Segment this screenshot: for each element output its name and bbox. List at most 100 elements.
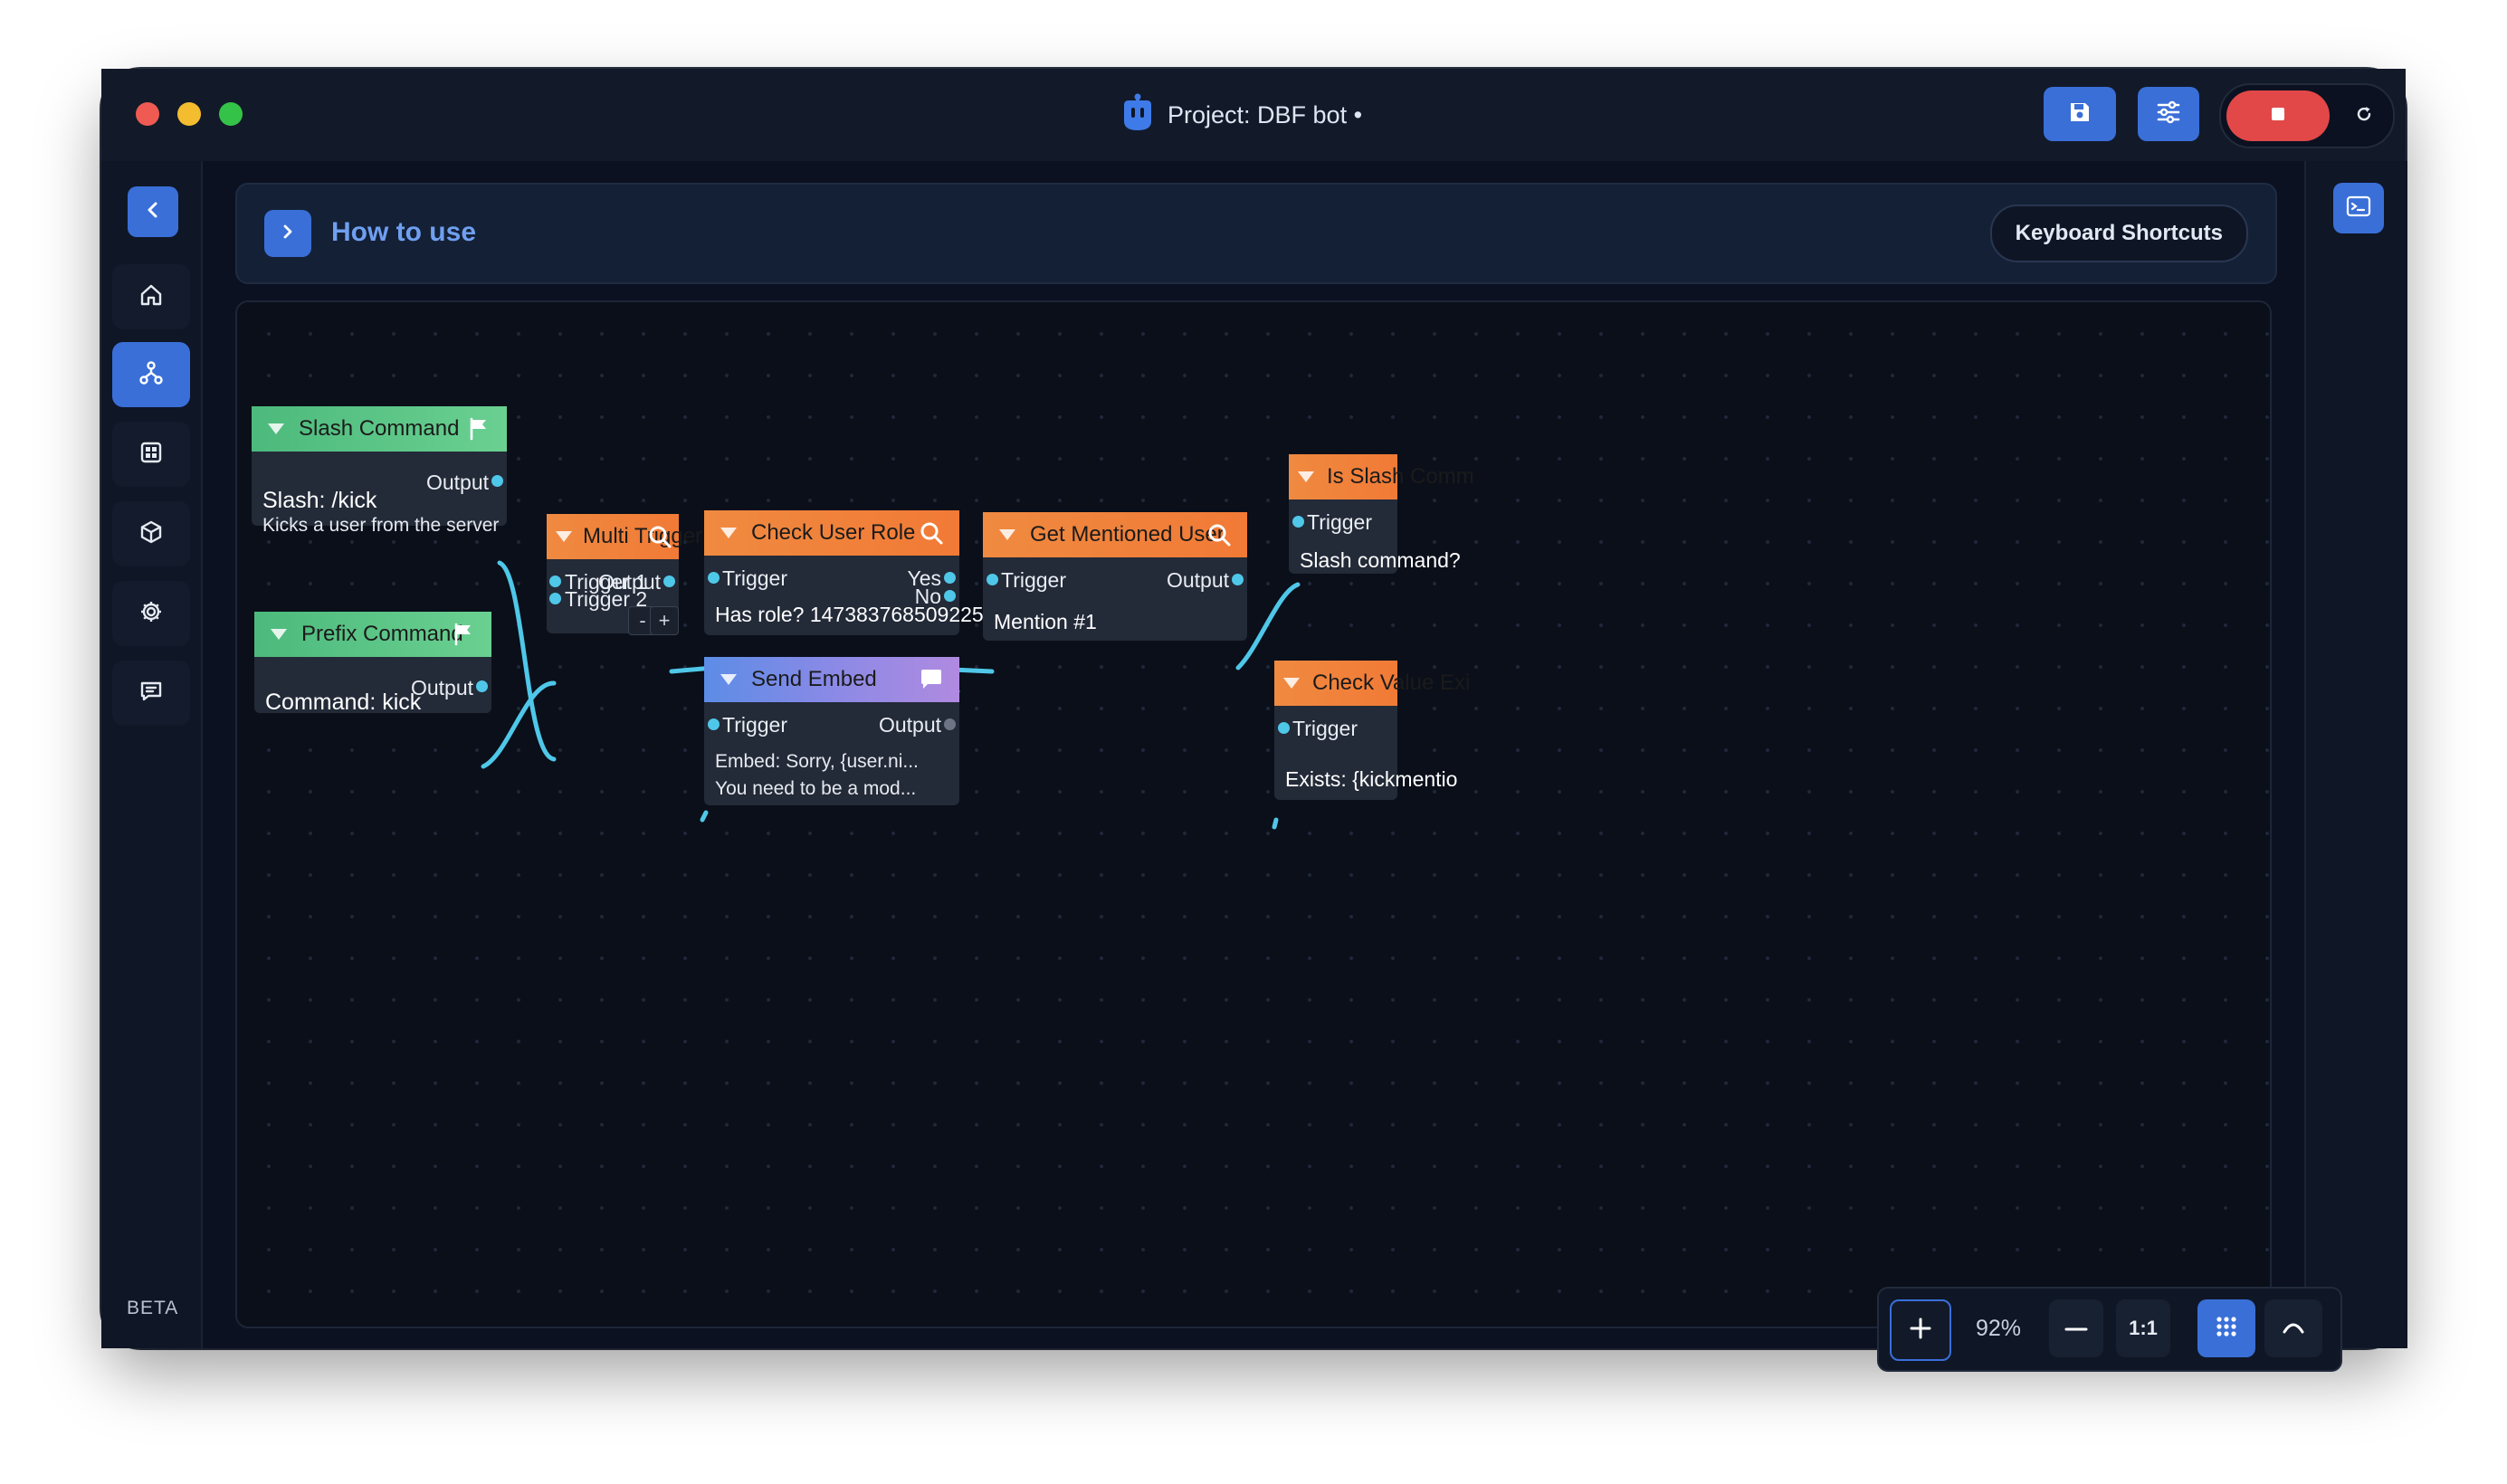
port-trigger[interactable] [987,574,998,585]
connection-wires [481,560,1389,830]
minus-icon [2064,1320,2088,1337]
port-output[interactable] [476,680,488,692]
project-settings-button[interactable] [2138,87,2199,141]
node-header[interactable]: Check Value Exi [1274,661,1470,706]
node-title: Is Slash Comm [1327,464,1474,489]
port-yes-label: Yes [907,566,941,590]
port-trigger[interactable] [1278,722,1290,734]
node-title: Check User Role [751,520,916,545]
port-trigger-label: Trigger [1001,568,1066,592]
node-title: Multi Trigger [583,524,703,548]
port-output[interactable] [944,718,956,730]
port-yes[interactable] [944,572,956,584]
maximize-window-button[interactable] [219,102,243,126]
zoom-controls: 92% 1:1 [1877,1287,2342,1372]
collapse-triangle-icon[interactable] [720,528,737,538]
how-to-use-expand-button[interactable] [264,210,311,257]
node-summary: Exists: {kickmentio [1285,767,1458,791]
port-output[interactable] [663,576,675,587]
port-trigger[interactable] [708,572,720,584]
search-icon [1206,521,1233,548]
zoom-out-button[interactable] [2049,1299,2103,1357]
wire-slash-to-multi [497,560,557,762]
reload-icon [2355,105,2373,128]
minimize-window-button[interactable] [177,102,201,126]
port-output[interactable] [1232,574,1244,585]
save-button[interactable] [2044,87,2116,141]
node-header[interactable]: Send Embed [704,657,959,702]
sidebar-item-chat[interactable] [112,661,190,726]
node-header[interactable]: Get Mentioned User [983,512,1247,557]
port-trigger-1-label: Trigger 1 [565,570,648,594]
sidebar-item-settings[interactable] [112,581,190,646]
save-icon [2068,100,2092,128]
collapse-triangle-icon[interactable] [271,629,287,640]
node-prefix-command[interactable]: Prefix Command Output Command: kick [254,612,491,715]
add-trigger-button[interactable]: + [650,606,679,635]
search-icon [918,519,945,547]
message-icon [918,666,945,693]
node-header[interactable]: Multi Trigger [547,514,702,559]
dots-grid-icon [2214,1314,2239,1344]
node-summary: Slash: /kick [262,488,377,513]
stop-button[interactable] [2226,90,2330,141]
node-header[interactable]: Prefix Command [254,612,491,657]
zoom-in-button[interactable] [1890,1299,1951,1361]
port-output-label: Output [425,471,489,494]
keyboard-shortcuts-button[interactable]: Keyboard Shortcuts [1989,205,2248,262]
zoom-reset-button[interactable]: 1:1 [2116,1299,2170,1357]
flow-canvas[interactable]: Slash Command Output Slash: /kick Kicks … [235,300,2272,1328]
node-send-embed[interactable]: Send Embed [704,657,959,805]
close-window-button[interactable] [136,102,159,126]
gear-icon [138,598,165,630]
home-icon [138,281,165,313]
node-header[interactable]: Is Slash Comm [1289,454,1474,499]
port-trigger-1[interactable] [549,576,561,587]
port-trigger-label: Trigger [1307,510,1372,534]
port-trigger-label: Trigger [722,566,787,590]
port-no[interactable] [944,590,956,602]
port-trigger[interactable] [1292,516,1304,528]
collapse-triangle-icon[interactable] [268,423,284,434]
port-output[interactable] [491,475,503,487]
collapse-triangle-icon[interactable] [1298,471,1314,482]
node-slash-command[interactable]: Slash Command Output Slash: /kick Kicks … [252,406,507,536]
node-multi-trigger[interactable]: Multi Trigger Trigger 1 Trigger 2 Output… [547,514,702,635]
wire-stub-check-in [1272,817,1279,830]
wire-prefix-to-multi [481,680,557,769]
reload-button[interactable] [2344,94,2384,138]
toggle-grid-button[interactable] [2197,1299,2255,1357]
node-check-user-role[interactable]: Check User Role Trigger Yes No Has role?… [704,510,1001,635]
chat-icon [138,678,165,709]
node-title: Prefix Command [301,622,463,646]
sidebar: BETA [101,161,203,1348]
node-is-slash-command[interactable]: Is Slash Comm Trigger Slash command? [1289,454,1474,574]
sidebar-item-grid[interactable] [112,422,190,487]
node-summary: Slash command? [1300,548,1461,572]
sidebar-collapse-button[interactable] [128,186,178,237]
collapse-triangle-icon[interactable] [720,674,737,685]
collapse-triangle-icon[interactable] [999,529,1015,540]
node-header[interactable]: Slash Command [252,406,507,452]
console-button[interactable] [2333,183,2384,233]
node-get-mentioned-user[interactable]: Get Mentioned User Trigger Output Mentio… [983,512,1247,641]
collapse-triangle-icon[interactable] [556,531,572,542]
node-header[interactable]: Check User Role [704,510,959,556]
flag-icon [450,621,477,648]
how-to-use-label[interactable]: How to use [331,217,477,247]
port-trigger-2[interactable] [549,593,561,604]
sidebar-item-modules[interactable] [112,501,190,566]
collapse-triangle-icon[interactable] [1283,678,1300,689]
window-title-group: Project: DBF bot • [1120,92,1362,138]
grid-icon [138,439,165,471]
port-trigger-label: Trigger [1292,717,1358,740]
sidebar-item-home[interactable] [112,264,190,329]
port-trigger[interactable] [708,718,720,730]
port-output-label: Output [878,713,941,737]
wire-mention-to-isslash [1235,582,1301,671]
stop-icon [2271,107,2285,126]
curved-wires-button[interactable] [2264,1299,2322,1357]
node-check-value-exists[interactable]: Check Value Exi Trigger Exists: {kickmen… [1274,661,1470,800]
how-to-use-banner: How to use Keyboard Shortcuts [235,183,2277,284]
sidebar-item-flow[interactable] [112,342,190,407]
